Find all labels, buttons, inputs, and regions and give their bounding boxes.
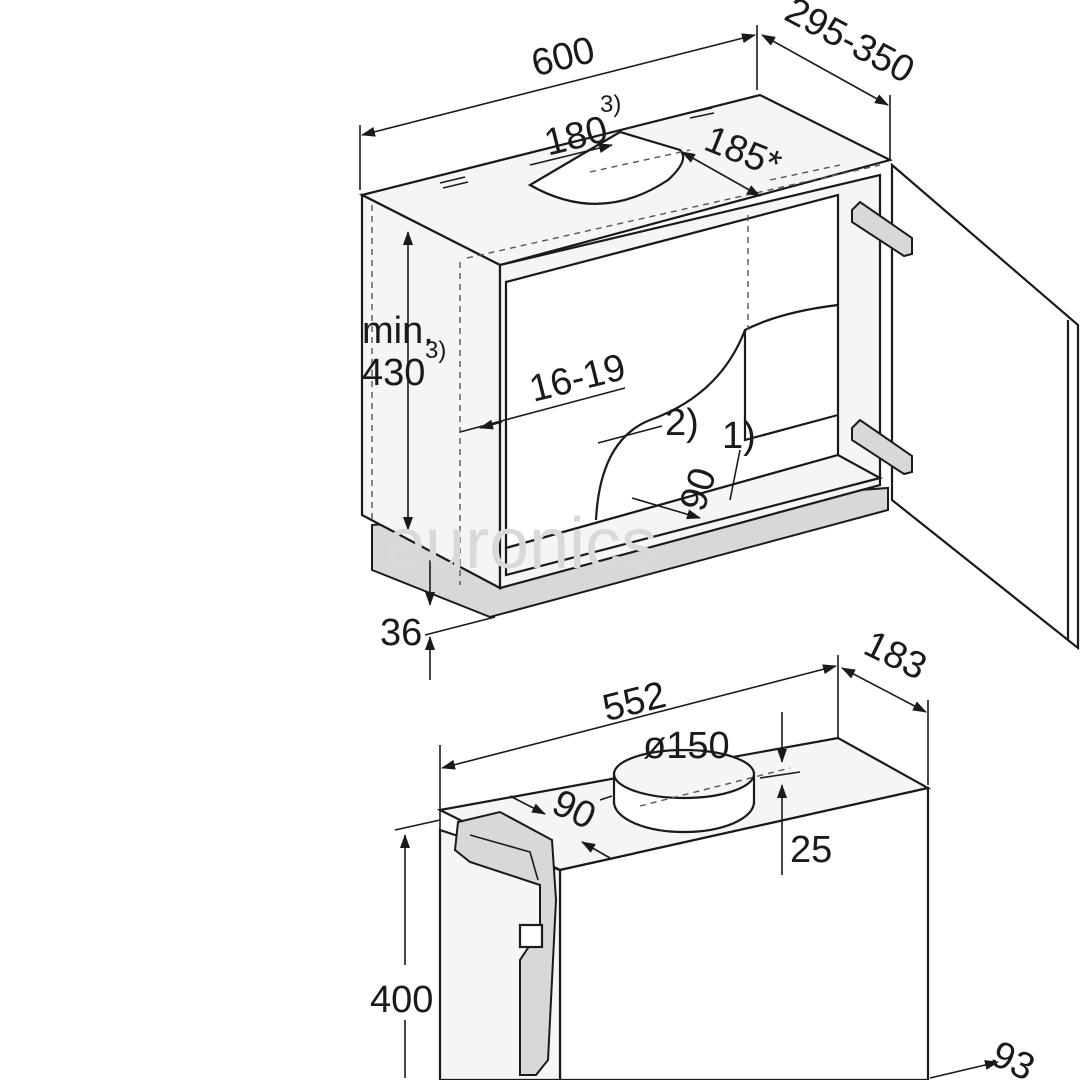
- top-slot-2: [442, 181, 469, 189]
- label-base-height: 36: [380, 612, 422, 654]
- label-note-2: 2): [665, 402, 699, 444]
- bracket-slot: [518, 923, 544, 949]
- lower-hinge: [851, 418, 913, 476]
- label-hood-height: 400: [370, 979, 433, 1021]
- dim-line-hood-width: [441, 664, 837, 770]
- mounting-bracket: [453, 810, 558, 1076]
- label-cabinet-depth: 295-350: [778, 0, 921, 92]
- label-height-value: 430: [362, 352, 425, 394]
- label-opening-note: 3): [600, 91, 621, 118]
- leader-note-1: [729, 449, 741, 501]
- label-hood-depth: 183: [858, 623, 933, 689]
- leader-note-2: [597, 425, 663, 444]
- bracket-detail: [469, 834, 539, 881]
- top-slot-1: [439, 176, 466, 184]
- label-duct-diameter: ø150: [643, 725, 730, 767]
- dim-line-opening-depth: [681, 151, 761, 197]
- dim-line-hood-depth: [841, 667, 927, 713]
- label-height-line1: min.: [362, 310, 434, 352]
- back-panel-cutout-inner: [743, 330, 839, 442]
- upper-hinge: [851, 200, 913, 258]
- label-duct-height: 25: [790, 829, 832, 871]
- dim-line-inner-depth: [631, 497, 701, 520]
- hood-dimensions: [394, 655, 999, 1079]
- label-hood-width: 552: [598, 674, 670, 730]
- back-panel-cutout-outline: [594, 303, 839, 521]
- dim-line-depth: [761, 34, 889, 106]
- ext-line-collar: [759, 771, 801, 779]
- door-panel: [890, 162, 1080, 651]
- cabinet-dimensions: [359, 25, 891, 680]
- dim-arrow-front: [929, 1060, 999, 1079]
- label-note-1: 1): [722, 415, 756, 457]
- ext-line-400-top: [394, 819, 441, 831]
- ext-line-base: [424, 616, 496, 636]
- duct-centerline-lower: [639, 767, 791, 807]
- cabinet-door: [851, 162, 1080, 651]
- dim-line-width: [361, 33, 756, 137]
- label-front-offset: 93: [985, 1033, 1041, 1080]
- dim-arrow-side: [479, 419, 503, 430]
- dim-arrow-offset-right: [581, 841, 611, 859]
- label-height-note: 3): [425, 337, 446, 364]
- dim-arrow-offset-left: [509, 795, 546, 815]
- hidden-edge-5: [769, 164, 841, 181]
- watermark-logo: euronics: [385, 504, 657, 584]
- hood-unit: [436, 736, 932, 1082]
- leader-offset: [599, 795, 613, 801]
- hidden-edge-3: [466, 164, 881, 259]
- dim-line-opening: [529, 143, 613, 166]
